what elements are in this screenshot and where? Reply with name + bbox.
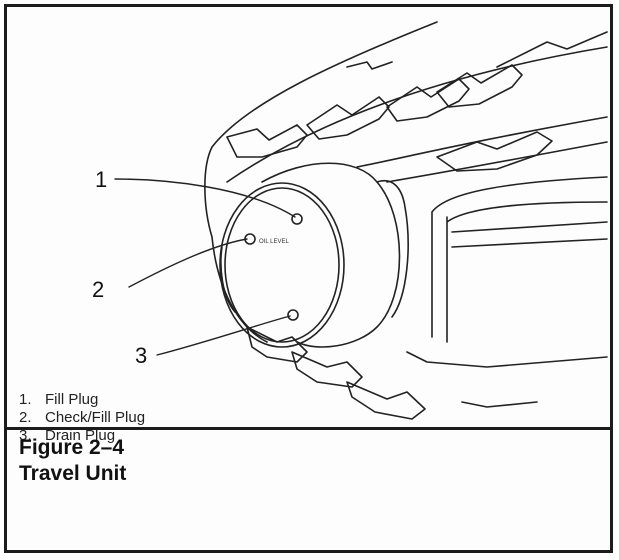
hub-cylinder — [261, 162, 401, 348]
oil-level-label: OIL LEVEL — [259, 239, 289, 245]
callout-3: 3 — [135, 343, 148, 368]
leader-line-1 — [114, 178, 296, 218]
caption-divider — [7, 427, 610, 430]
track-shoe — [306, 96, 390, 140]
figure-number: Figure 2–4 — [19, 436, 125, 459]
track-outline — [204, 21, 608, 343]
leader-line-2 — [128, 238, 248, 288]
legend-item: 3. Drain Plug — [19, 427, 116, 444]
legend-item: 2. Check/Fill Plug — [19, 409, 146, 426]
frame-post — [431, 176, 608, 343]
track-shoe — [496, 31, 608, 68]
track-shoe — [226, 124, 308, 158]
track-shoe — [436, 64, 523, 108]
callout-1: 1 — [95, 167, 108, 192]
callout-2: 2 — [92, 277, 105, 302]
figure-title: Travel Unit — [19, 462, 127, 485]
figure-caption: Figure 2–4 Travel Unit — [19, 435, 126, 487]
parts-legend: 1. Fill Plug 2. Check/Fill Plug 3. Drain… — [19, 391, 145, 445]
track-shoe — [436, 131, 553, 172]
travel-unit-illustration: OIL LEVEL — [114, 21, 608, 420]
drain-plug — [287, 309, 299, 321]
track-shoe — [291, 351, 363, 388]
figure-frame: OIL LEVEL 1 2 3 1. Fill Plug 2. Check/Fi… — [4, 4, 613, 553]
hub-cover — [219, 182, 345, 348]
legend-item: 1. Fill Plug — [19, 391, 99, 408]
fill-plug — [291, 213, 303, 225]
track-shoe — [346, 61, 393, 70]
track-shoe — [346, 381, 426, 420]
track-shoe — [386, 78, 470, 122]
leader-line-3 — [156, 315, 291, 356]
